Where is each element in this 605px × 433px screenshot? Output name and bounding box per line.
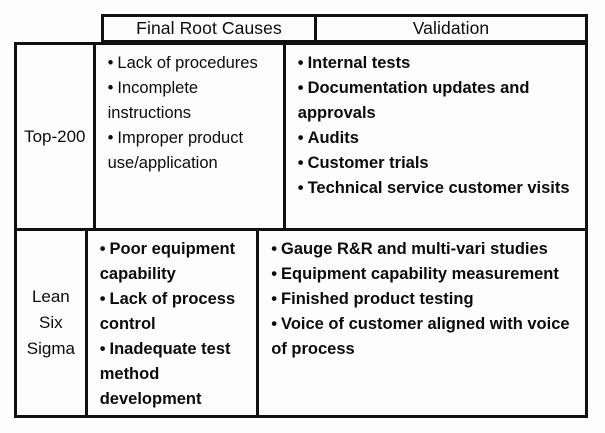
cell-final-root-causes-lean-six-sigma: •Poor equipment capability •Lack of proc…: [88, 231, 260, 415]
bullet-icon: •: [271, 315, 278, 333]
table-body: Top-200 •Lack of procedures •Incomplete …: [14, 42, 588, 418]
bullet-list-root-causes: •Poor equipment capability •Lack of proc…: [100, 237, 251, 412]
cell-validation-lean-six-sigma: •Gauge R&R and multi-vari studies •Equip…: [259, 231, 585, 415]
list-item: •Inadequate test method development: [100, 337, 251, 412]
column-header-final-root-causes: Final Root Causes: [104, 17, 317, 40]
list-item-text: Incomplete instructions: [107, 79, 199, 122]
list-item-text: Internal tests: [307, 54, 411, 72]
list-item-text: Audits: [307, 129, 359, 147]
bullet-icon: •: [297, 154, 304, 172]
list-item: •Documentation updates and approvals: [298, 76, 579, 126]
list-item-text: Documentation updates and approvals: [297, 79, 530, 122]
list-item: •Technical service customer visits: [298, 176, 579, 201]
list-item: •Voice of customer aligned with voice of…: [271, 312, 579, 362]
list-item: •Incomplete instructions: [108, 76, 277, 126]
bullet-icon: •: [99, 290, 106, 308]
bullet-icon: •: [271, 240, 278, 258]
bullet-icon: •: [271, 265, 278, 283]
table-header-row: Final Root Causes Validation: [101, 14, 588, 42]
bullet-icon: •: [297, 54, 304, 72]
comparison-table: Final Root Causes Validation Top-200 •La…: [14, 14, 588, 418]
list-item: •Equipment capability measurement: [271, 262, 579, 287]
list-item: •Finished product testing: [271, 287, 579, 312]
bullet-list-root-causes: •Lack of procedures •Incomplete instruct…: [108, 51, 277, 176]
bullet-icon: •: [99, 240, 106, 258]
list-item-text: Lack of process control: [99, 290, 236, 333]
list-item-text: Customer trials: [307, 154, 429, 172]
row-label-line: Lean: [31, 287, 70, 306]
bullet-icon: •: [271, 290, 278, 308]
row-label-lines: Top-200: [24, 124, 85, 150]
bullet-icon: •: [297, 129, 304, 147]
list-item-text: Improper product use/application: [107, 129, 244, 172]
row-label-top-200: Top-200: [17, 45, 96, 228]
list-item-text: Voice of customer aligned with voice of …: [271, 315, 570, 358]
bullet-list-validation: •Gauge R&R and multi-vari studies •Equip…: [271, 237, 579, 362]
bullet-icon: •: [107, 79, 114, 97]
list-item: •Audits: [298, 126, 579, 151]
cell-final-root-causes-top-200: •Lack of procedures •Incomplete instruct…: [96, 45, 286, 228]
list-item-text: Equipment capability measurement: [281, 265, 559, 283]
row-label-line: Top-200: [24, 126, 86, 146]
list-item: •Gauge R&R and multi-vari studies: [271, 237, 579, 262]
list-item-text: Lack of procedures: [117, 54, 258, 72]
column-header-validation: Validation: [412, 18, 490, 38]
list-item: •Improper product use/application: [108, 126, 277, 176]
row-label-lean-six-sigma: Lean Six Sigma: [17, 231, 88, 415]
list-item-text: Technical service customer visits: [307, 179, 570, 197]
bullet-icon: •: [99, 340, 106, 358]
bullet-icon: •: [297, 79, 304, 97]
list-item: •Internal tests: [298, 51, 579, 76]
list-item-text: Inadequate test method development: [99, 340, 231, 408]
row-label-lines: Lean Six Sigma: [27, 284, 75, 362]
row-label-line: Six: [39, 313, 63, 332]
row-label-line: Sigma: [26, 339, 75, 358]
list-item: •Poor equipment capability: [100, 237, 251, 287]
bullet-icon: •: [297, 179, 304, 197]
bullet-list-validation: •Internal tests •Documentation updates a…: [298, 51, 579, 201]
cell-validation-top-200: •Internal tests •Documentation updates a…: [286, 45, 585, 228]
table-row: Lean Six Sigma •Poor equipment capabilit…: [17, 231, 585, 415]
table-row: Top-200 •Lack of procedures •Incomplete …: [17, 45, 585, 231]
list-item-text: Gauge R&R and multi-vari studies: [281, 240, 548, 258]
bullet-icon: •: [107, 129, 114, 147]
list-item-text: Poor equipment capability: [99, 240, 236, 283]
list-item: •Lack of procedures: [108, 51, 277, 76]
list-item-text: Finished product testing: [281, 290, 474, 308]
list-item: •Customer trials: [298, 151, 579, 176]
bullet-icon: •: [107, 54, 114, 72]
list-item: •Lack of process control: [100, 287, 251, 337]
